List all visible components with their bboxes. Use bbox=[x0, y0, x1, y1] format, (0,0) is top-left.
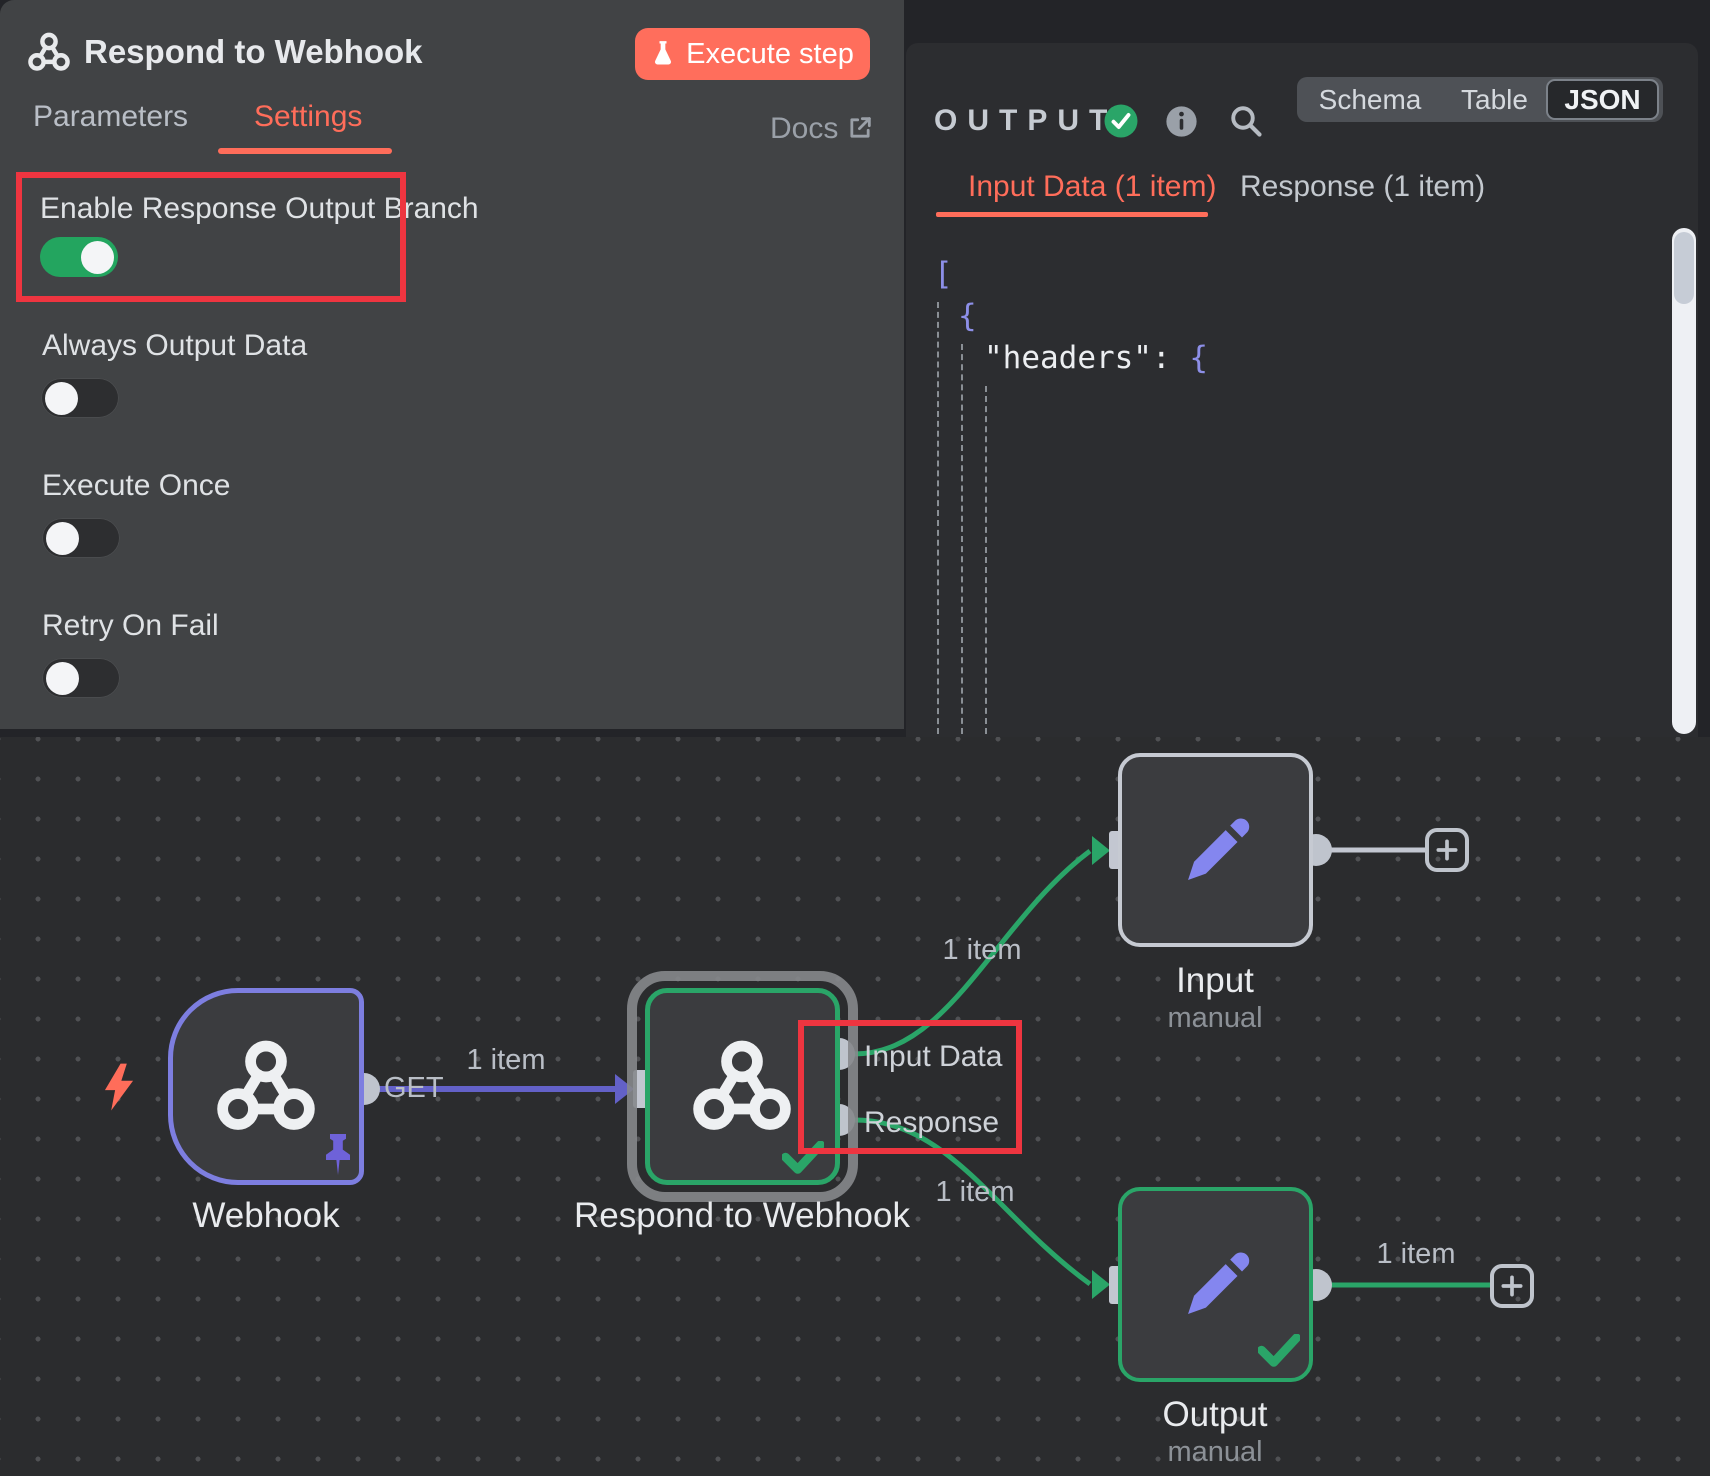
toggle-retry-on-fail[interactable] bbox=[42, 658, 120, 698]
setting-label-enable-response-output-branch: Enable Response Output Branch bbox=[40, 192, 479, 225]
output-panel-title: OUTPUT bbox=[934, 104, 1118, 137]
view-mode-json[interactable]: JSON bbox=[1546, 79, 1659, 120]
json-brace-open: { bbox=[1189, 340, 1208, 376]
tab-parameters[interactable]: Parameters bbox=[33, 100, 189, 133]
input-node-subtitle: manual bbox=[1167, 1002, 1263, 1034]
webhook-icon bbox=[693, 1040, 791, 1130]
success-check-circle-icon bbox=[1104, 104, 1138, 138]
execute-step-button[interactable]: Execute step bbox=[635, 28, 870, 80]
node-detail-panel bbox=[0, 0, 904, 729]
scrollbar-track[interactable] bbox=[1672, 228, 1696, 734]
toggle-execute-once[interactable] bbox=[42, 518, 120, 558]
json-bracket-open: [ bbox=[934, 256, 953, 292]
search-icon[interactable] bbox=[1228, 103, 1264, 139]
input-node-title: Input bbox=[1176, 961, 1254, 1000]
respond-node-title: Respond to Webhook bbox=[574, 1196, 910, 1235]
edge-label-output-plus: 1 item bbox=[1376, 1238, 1456, 1270]
tab-response[interactable]: Response (1 item) bbox=[1240, 170, 1486, 203]
tab-settings[interactable]: Settings bbox=[254, 100, 363, 133]
indent-guide bbox=[985, 386, 987, 734]
setting-label-retry-on-fail: Retry On Fail bbox=[42, 609, 219, 642]
view-mode-table[interactable]: Table bbox=[1461, 83, 1528, 115]
scrollbar-thumb[interactable] bbox=[1674, 232, 1694, 304]
plus-icon bbox=[1501, 1275, 1523, 1297]
indent-guide bbox=[937, 302, 939, 734]
pin-icon bbox=[326, 1134, 350, 1175]
trigger-lightning-icon bbox=[104, 1063, 134, 1111]
webhook-node-title: Webhook bbox=[192, 1196, 340, 1235]
setting-label-execute-once: Execute Once bbox=[42, 469, 231, 502]
output-port-label-input-data: Input Data bbox=[864, 1040, 1003, 1073]
view-mode-schema[interactable]: Schema bbox=[1318, 83, 1422, 115]
docs-link[interactable]: Docs bbox=[770, 112, 839, 145]
edge-label-webhook-respond: 1 item bbox=[466, 1044, 546, 1076]
edge-label-respond-input: 1 item bbox=[942, 934, 1022, 966]
webhook-icon bbox=[28, 32, 70, 71]
edge-label-respond-output: 1 item bbox=[935, 1176, 1015, 1208]
add-node-button[interactable] bbox=[1490, 1264, 1534, 1308]
execute-step-label: Execute step bbox=[686, 37, 854, 70]
tab-input-data[interactable]: Input Data (1 item) bbox=[968, 170, 1217, 203]
plus-icon bbox=[1436, 839, 1458, 861]
toggle-enable-response-output-branch[interactable] bbox=[40, 237, 118, 277]
indent-guide bbox=[961, 344, 963, 734]
toggle-knob bbox=[81, 240, 114, 274]
setting-label-always-output-data: Always Output Data bbox=[42, 329, 308, 362]
active-tab-underline bbox=[218, 148, 392, 154]
flask-icon bbox=[655, 41, 672, 65]
json-headers-line: "headers": { bbox=[984, 340, 1208, 376]
toggle-knob bbox=[46, 661, 79, 695]
view-mode-switcher: Schema Table JSON bbox=[1297, 77, 1663, 122]
pencil-icon bbox=[1188, 818, 1250, 881]
active-output-tab-underline bbox=[936, 212, 1208, 217]
json-key-headers: "headers": bbox=[984, 340, 1190, 376]
success-check-icon bbox=[1258, 1334, 1300, 1367]
panel-title: Respond to Webhook bbox=[84, 33, 423, 70]
webhook-icon bbox=[217, 1040, 315, 1130]
output-node-title: Output bbox=[1162, 1395, 1268, 1434]
add-node-button[interactable] bbox=[1425, 828, 1469, 872]
output-node-subtitle: manual bbox=[1167, 1436, 1263, 1468]
output-panel bbox=[906, 43, 1698, 737]
json-brace-open: { bbox=[958, 298, 977, 334]
toggle-knob bbox=[46, 521, 79, 555]
selection-ring bbox=[627, 971, 858, 1202]
toggle-knob bbox=[45, 381, 78, 415]
success-check-icon bbox=[782, 1141, 824, 1174]
toggle-always-output-data[interactable] bbox=[41, 378, 119, 418]
pencil-icon bbox=[1188, 1252, 1250, 1315]
external-link-icon[interactable] bbox=[846, 114, 874, 142]
output-port-label-response: Response bbox=[864, 1106, 1000, 1139]
info-icon[interactable] bbox=[1165, 105, 1198, 138]
webhook-output-label: GET bbox=[384, 1072, 444, 1104]
